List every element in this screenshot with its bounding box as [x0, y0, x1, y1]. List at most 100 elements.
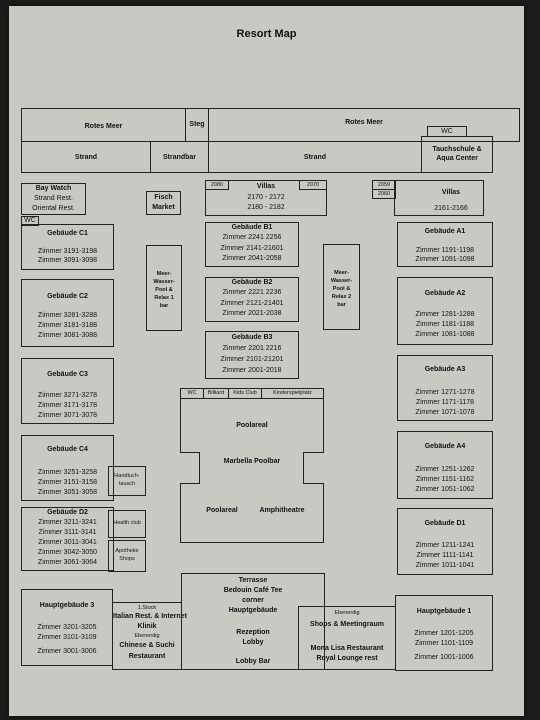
tauchschule-zone: Tauchschule & Aqua Center [421, 136, 493, 173]
room-range: Zimmer 1071-1078 [415, 409, 475, 416]
stock-left-line: 1.Stock [137, 605, 157, 611]
bay-watch-box: Bay Watch Strand Rest. Oriental Rest. [21, 183, 86, 215]
villa-2070-box: 2070 [299, 180, 327, 190]
room-range: Zimmer 3011-3041 [38, 539, 97, 546]
gebaeude-c3: Gebäude C3 Zimmer 3271-3278 Zimmer 3171-… [21, 358, 114, 424]
gebaeude-d2: Gebäude D2 Zimmer 3211-3241 Zimmer 3111-… [21, 507, 114, 571]
room-range: Zimmer 1281-1288 [415, 311, 475, 318]
room-range: Zimmer 1181-1188 [415, 321, 475, 328]
pool-2-line: bar [337, 302, 346, 308]
gebaeude-c2: Gebäude C2 Zimmer 3281-3288 Zimmer 3181-… [21, 279, 114, 347]
gebaeude-c1: Gebäude C1 Zimmer 3191-3198 Zimmer 3091-… [21, 224, 114, 270]
villa-2060-box: 2060 [372, 189, 396, 199]
building-name: Gebäude A3 [424, 366, 466, 373]
stock-left-line: Chinese & Suchi [119, 642, 175, 649]
hauptgebaeude-1: Hauptgebäude 1 Zimmer 1201-1205 Zimmer 1… [395, 595, 493, 671]
oriental-rest-label: Oriental Rest. [32, 205, 75, 212]
room-range: Zimmer 3051-3058 [37, 489, 98, 496]
building-name: Gebäude B3 [231, 334, 273, 341]
kinderspielplatz-label: Kinderspielplatz [273, 390, 312, 396]
villas-right-range: 2161-2166 [434, 205, 468, 212]
building-name: Hauptgebäude 3 [39, 602, 95, 609]
room-range: Zimmer 3071-3078 [37, 412, 98, 419]
lobby-label: Lobby [242, 639, 264, 646]
hauptgebaeude-label: Hauptgebäude [228, 607, 278, 614]
fisch-market-box: Fisch Market [146, 191, 181, 215]
kids-club-label: Kids Club [233, 390, 257, 396]
room-range: Zimmer 2201 2216 [222, 345, 282, 352]
poolareal-top-label: Poolareal [236, 422, 268, 429]
gebaeude-c4: Gebäude C4 Zimmer 3251-3258 Zimmer 3151-… [21, 435, 114, 501]
pool-2-line: Pool & [332, 286, 351, 292]
room-range: Zimmer 1171-1178 [415, 399, 475, 406]
room-range: Zimmer 3091-3098 [37, 257, 98, 264]
health-club-box: Health club [108, 510, 146, 538]
room-range: Zimmer 1211-1241 [415, 542, 475, 549]
stock-right-line: Royal Lounge rest [316, 655, 378, 662]
pool-top-billiard: Billiard [203, 388, 229, 399]
market-label: Market [152, 204, 175, 211]
room-range: Zimmer 1201-1205 [414, 630, 474, 637]
strand-left-label: Strand [74, 154, 98, 161]
pool-1-line: Relax 1 [154, 295, 174, 301]
lobby-bar-label: Lobby Bar [235, 658, 271, 665]
health-club-label: Health club [113, 520, 141, 526]
rotes-meer-right-label: Rotes Meer [345, 119, 383, 126]
room-range: Zimmer 3251-3258 [37, 469, 98, 476]
room-range: Zimmer 2001-2018 [222, 367, 282, 374]
gebaeude-a3: Gebäude A3 Zimmer 1271-1278 Zimmer 1171-… [397, 355, 493, 421]
stock-left-line: Ebenerdig [134, 633, 160, 639]
room-range: Zimmer 2141-21601 [220, 245, 284, 252]
steg-label: Steg [189, 121, 205, 128]
building-name: Gebäude A2 [424, 290, 466, 297]
strandbar-label: Strandbar [162, 154, 197, 161]
room-range: Zimmer 1111-1141 [416, 552, 474, 559]
building-name: Gebäude B2 [231, 279, 273, 286]
building-name: Gebäude B1 [231, 224, 273, 231]
gebaeude-a1: Gebäude A1 Zimmer 1191-1198 Zimmer 1091-… [397, 222, 493, 267]
pool-2-line: Wasser- [330, 278, 353, 284]
pool-top-kids-club: Kids Club [228, 388, 262, 399]
room-range: Zimmer 1091-1098 [415, 256, 475, 263]
room-range: Zimmer 1251-1262 [415, 466, 475, 473]
fisch-label: Fisch [154, 194, 173, 201]
villa-2059-label: 2059 [377, 182, 391, 188]
room-range: Zimmer 1011-1041 [415, 562, 475, 569]
stock-left-line: Restaurant [128, 653, 166, 660]
terrasse-label: Terrasse [238, 577, 268, 584]
villas-center-range-2: 2180 - 2182 [247, 204, 285, 211]
room-range: Zimmer 3001-3006 [37, 648, 97, 655]
wc-left-label: WC [24, 217, 36, 224]
pool-1-line: bar [159, 303, 169, 309]
billiard-label: Billiard [207, 390, 225, 396]
villa-2080-label: 2080 [210, 182, 224, 188]
meerwasser-pool-1: Meer- Wasser- Pool & Relax 1 bar [146, 245, 182, 331]
room-range: Zimmer 2021-2038 [222, 310, 282, 317]
marbella-poolbar-label: Marbella Poolbar [223, 458, 281, 465]
pool-top-wc: WC [180, 388, 204, 399]
handtuch-label-2: tausch [118, 481, 136, 487]
building-name: Gebäude C2 [47, 293, 88, 300]
stock-right-line: Ebenerdig [334, 610, 360, 616]
room-range: Zimmer 1151-1162 [415, 476, 475, 483]
apotheke-label-2: Shops [119, 556, 135, 562]
meerwasser-pool-2: Meer- Wasser- Pool & Relax 2 bar [323, 244, 360, 330]
restaurants-left: 1.Stock Italian Rest. & Internet Klinik … [112, 602, 187, 670]
room-range: Zimmer 3271-3278 [37, 392, 98, 399]
room-range: Zimmer 3281-3288 [37, 312, 98, 319]
villas-center-range-1: 2170 - 2172 [247, 194, 285, 201]
strand-right-label: Strand [303, 154, 327, 161]
villa-2080-box: 2080 [205, 180, 229, 190]
stock-right-line: Shops & Meetingraum [310, 621, 384, 628]
bedouin-cafe-label: Bedouin Café Tee [223, 587, 283, 594]
gebaeude-b3: Gebäude B3 Zimmer 2201 2216 Zimmer 2101-… [205, 331, 299, 379]
room-range: Zimmer 1101-1109 [414, 640, 474, 647]
building-name: Hauptgebäude 1 [416, 608, 472, 615]
strand-right-zone: Strand [208, 141, 422, 173]
building-name: Gebäude C4 [47, 446, 88, 453]
room-range: Zimmer 1191-1198 [415, 247, 475, 254]
room-range: Zimmer 3042-3050 [37, 549, 98, 556]
pool-top-kinderspielplatz: Kinderspielplatz [261, 388, 324, 399]
room-range: Zimmer 3111-3141 [38, 529, 97, 536]
rotes-meer-left-zone: Rotes Meer [21, 108, 186, 142]
